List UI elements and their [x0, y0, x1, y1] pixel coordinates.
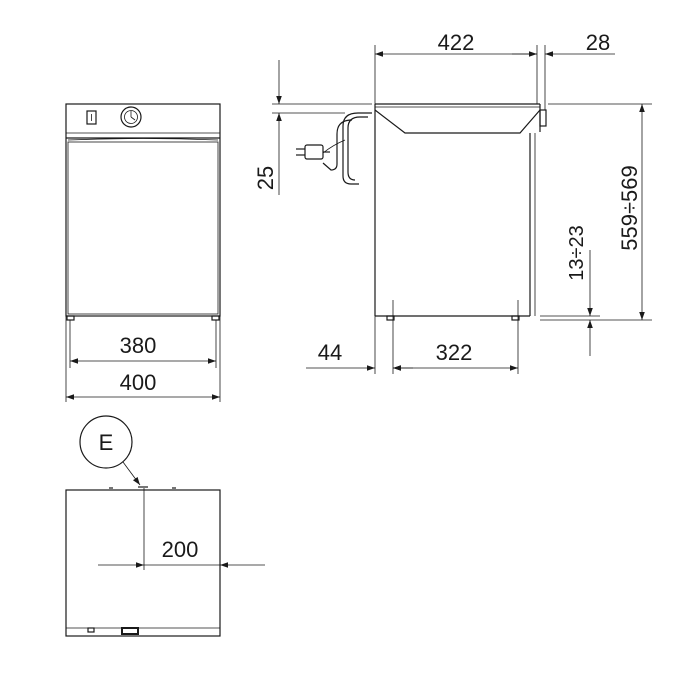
power-switch-icon [86, 110, 97, 125]
front-view: 380 400 [65, 103, 221, 402]
side-foot-rear [511, 315, 520, 321]
rear-connector-icon [539, 109, 547, 127]
top-view-fitting-small [87, 627, 95, 633]
top-body [65, 489, 221, 637]
dim-inner-width-label: 380 [120, 333, 157, 358]
dim-outer-width-label: 400 [120, 370, 157, 395]
dim-depth-label: 422 [438, 30, 475, 55]
dim-total-height-label: 559÷569 [617, 165, 642, 251]
dim-cable-height-label: 25 [253, 166, 278, 190]
front-foot-left [66, 315, 75, 321]
side-foot-front [386, 315, 395, 321]
front-body [65, 103, 221, 317]
dim-foot-spacing-label: 322 [436, 340, 473, 365]
thermostat-dial-icon [120, 106, 142, 128]
top-view-fitting-large [121, 627, 139, 635]
dim-rear-offset-label: 28 [586, 30, 610, 55]
top-view: E 200 [65, 415, 265, 637]
detail-callout-circle [79, 415, 133, 469]
power-cable-icon [322, 112, 372, 185]
front-foot-right [211, 315, 220, 321]
power-plug-icon [296, 144, 330, 160]
dim-position-label: 200 [162, 537, 199, 562]
side-view: 422 28 25 559÷569 13÷23 44 322 [253, 30, 652, 374]
detail-label: E [99, 430, 114, 455]
dim-foot-height-label: 13÷23 [566, 225, 588, 280]
detail-leader-arrow [122, 461, 141, 486]
dim-front-offset-label: 44 [318, 340, 342, 365]
front-door [67, 141, 219, 315]
